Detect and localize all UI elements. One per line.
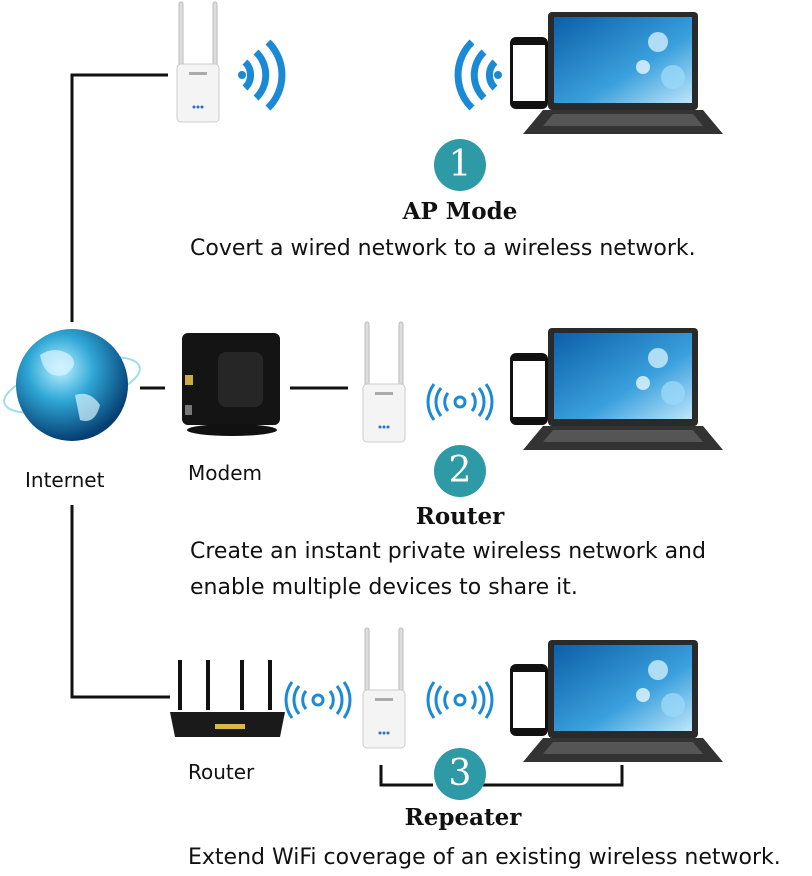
wifi-signal-icon [426, 382, 494, 422]
connection-line [70, 73, 168, 322]
mode-title-ap: AP Mode [402, 198, 518, 225]
router-label: Router [188, 760, 255, 784]
bracket-line [379, 765, 624, 787]
mode-number-badge: 3 [434, 748, 486, 800]
laptop-icon [523, 328, 723, 450]
extender-icon [362, 627, 406, 749]
phone-icon [510, 664, 548, 736]
mode-number-badge: 1 [434, 139, 486, 191]
internet-label: Internet [25, 468, 105, 492]
phone-icon [510, 353, 548, 425]
modem-icon [182, 333, 280, 436]
router-icon [170, 660, 285, 737]
mode-description: Create an instant private wireless netwo… [190, 539, 706, 564]
wifi-signal-icon [426, 680, 494, 720]
mode-title-repeater: Repeater [404, 804, 522, 831]
connection-line [70, 505, 170, 699]
mode-number-badge: 2 [434, 445, 486, 497]
phone-icon [510, 37, 548, 109]
wifi-signal-icon [454, 39, 502, 111]
wifi-signal-icon [238, 39, 286, 111]
mode-description: Extend WiFi coverage of an existing wire… [188, 845, 781, 870]
modem-label: Modem [188, 461, 262, 485]
mode-title-router: Router [415, 503, 505, 530]
laptop-icon [523, 640, 723, 762]
mode-description: Covert a wired network to a wireless net… [190, 236, 696, 261]
globe-icon [3, 329, 141, 441]
extender-icon [362, 321, 406, 443]
laptop-icon [523, 12, 723, 134]
extender-icon [176, 1, 220, 123]
wifi-signal-icon [284, 680, 352, 720]
mode-description: enable multiple devices to share it. [190, 575, 578, 600]
